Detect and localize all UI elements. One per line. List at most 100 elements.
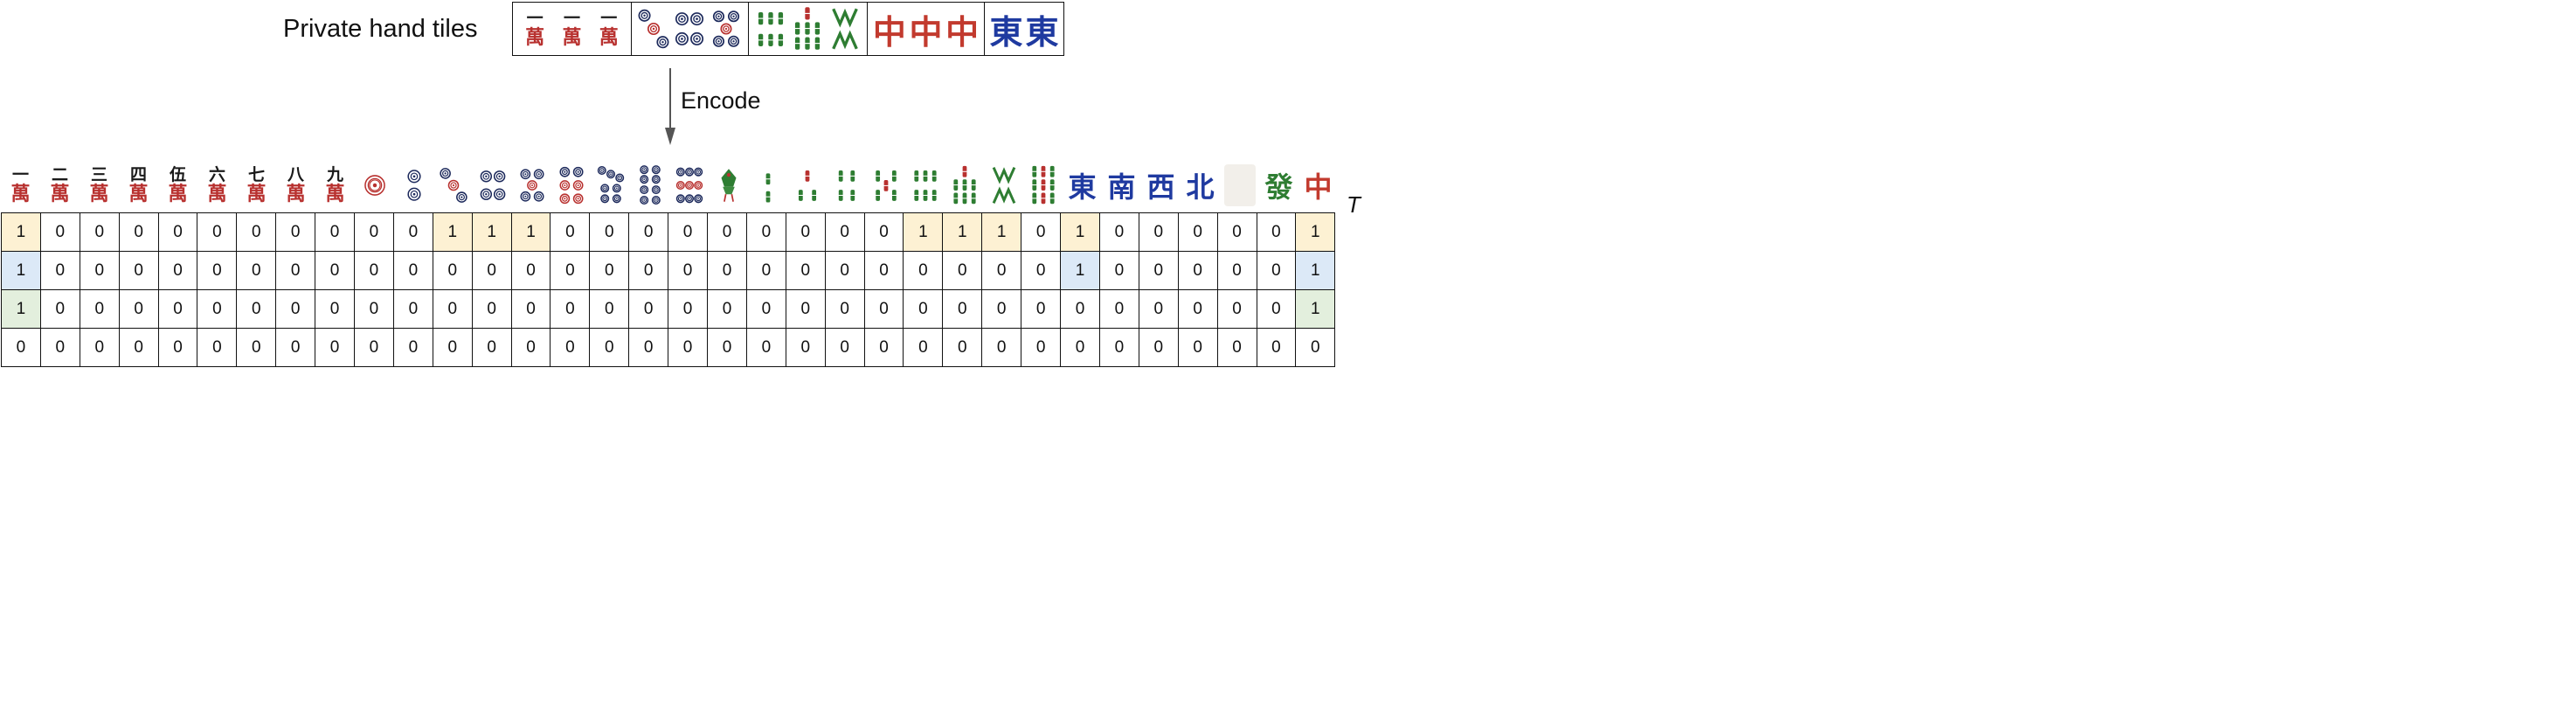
tile-header-cell [355, 158, 394, 212]
matrix-cell: 1 [1060, 212, 1100, 252]
matrix-cell: 0 [236, 289, 277, 329]
matrix-cell: 0 [1, 328, 41, 367]
private-hand-tiles: 一萬一萬一萬中中中東東 [512, 2, 1064, 56]
tile-header-cell: 一萬 [1, 158, 40, 212]
matrix-cell: 0 [903, 289, 944, 329]
matrix-cell: 1 [942, 212, 983, 252]
matrix-cell: 0 [471, 251, 512, 290]
hand-tile: 一萬 [556, 4, 587, 53]
matrix-cell: 0 [157, 212, 198, 252]
matrix-cell: 0 [942, 289, 983, 329]
sou-tile-icon [1031, 165, 1055, 205]
tile-header-cell [433, 158, 473, 212]
pin-tile-icon [558, 166, 584, 205]
hand-tile: 中 [945, 4, 980, 53]
dragon-tile-icon: 中 [909, 11, 943, 52]
matrix-cell: 0 [1098, 328, 1139, 367]
man-tile-icon: 伍萬 [168, 165, 188, 205]
honor-tile-icon: 東 [1068, 170, 1097, 204]
matrix-cell: 0 [1138, 328, 1179, 367]
matrix-cell: 1 [1295, 289, 1336, 329]
tile-header-cell [394, 158, 433, 212]
matrix-cell: 0 [157, 251, 198, 290]
tile-header-cell: 南 [1102, 158, 1141, 212]
matrix-cell: 1 [1, 212, 41, 252]
hand-tile: 東 [1026, 4, 1059, 53]
tile-header-cell [945, 158, 984, 212]
matrix-cell: 0 [785, 289, 826, 329]
hand-tile [792, 4, 823, 53]
t-label: T [1347, 191, 1361, 218]
matrix-cell: 0 [981, 251, 1022, 290]
matrix-cell: 0 [39, 251, 80, 290]
matrix-cell: 0 [1060, 289, 1100, 329]
hand-tile [674, 4, 705, 53]
honor-tile-icon: 中 [1304, 170, 1333, 204]
matrix-cell: 0 [1256, 212, 1297, 252]
matrix-cell: 0 [39, 212, 80, 252]
matrix-cell: 0 [1177, 289, 1218, 329]
matrix-cell: 0 [39, 289, 80, 329]
sou-tile-icon [721, 169, 736, 202]
tile-header-cell: 六萬 [197, 158, 237, 212]
tile-header-cell [905, 158, 945, 212]
tile-header-cell [827, 158, 866, 212]
tile-header-cell: 三萬 [80, 158, 119, 212]
matrix-cell: 0 [471, 289, 512, 329]
man-tile-icon: 二萬 [50, 165, 70, 205]
matrix-cell: 0 [628, 212, 669, 252]
matrix-cell: 0 [197, 289, 238, 329]
matrix-cell: 0 [471, 328, 512, 367]
sou-tile-icon [831, 8, 858, 50]
matrix-cell: 0 [510, 328, 551, 367]
tile-header-cell: 發 [1259, 158, 1298, 212]
matrix-cell: 0 [275, 328, 316, 367]
matrix-cell: 0 [668, 251, 709, 290]
matrix-cell: 0 [1138, 212, 1179, 252]
matrix-cell: 0 [392, 251, 433, 290]
pin-tile-icon [675, 12, 704, 45]
matrix-cell: 0 [392, 328, 433, 367]
tile-header-cell [1023, 158, 1063, 212]
tile-header-cell [984, 158, 1023, 212]
matrix-cell: 0 [197, 212, 238, 252]
pin-tile-icon [406, 170, 421, 201]
matrix-cell: 0 [79, 212, 120, 252]
matrix-cell: 0 [432, 289, 473, 329]
matrix-cell: 0 [432, 328, 473, 367]
matrix-cell: 1 [471, 212, 512, 252]
matrix-cell: 0 [1295, 328, 1336, 367]
matrix-cell: 0 [1021, 251, 1062, 290]
encode-arrow-head [665, 128, 675, 145]
matrix-cell: 0 [510, 251, 551, 290]
matrix-cell: 0 [79, 328, 120, 367]
matrix-cell: 0 [981, 328, 1022, 367]
matrix-cell: 0 [510, 289, 551, 329]
tile-header-cell [473, 158, 512, 212]
hand-tile [829, 4, 861, 53]
matrix-cell: 0 [432, 251, 473, 290]
matrix-cell: 0 [628, 328, 669, 367]
sou-tile-icon [952, 165, 976, 205]
matrix-cell: 0 [628, 289, 669, 329]
matrix-cell: 1 [1, 289, 41, 329]
tile-header-cell: 東 [1063, 158, 1102, 212]
matrix-cell: 0 [1177, 251, 1218, 290]
matrix-cell: 0 [863, 328, 904, 367]
matrix-cell: 0 [1098, 289, 1139, 329]
matrix-cell: 0 [1177, 328, 1218, 367]
tile-header-cell [630, 158, 669, 212]
matrix-cell: 0 [707, 289, 747, 329]
matrix-cell: 1 [903, 212, 944, 252]
matrix-cell: 0 [275, 289, 316, 329]
dragon-tile-icon: 中 [945, 11, 980, 52]
hand-tile [755, 4, 786, 53]
matrix-cell: 0 [1216, 251, 1257, 290]
matrix-cell: 0 [1021, 328, 1062, 367]
matrix-cell: 0 [745, 328, 786, 367]
matrix-cell: 0 [1138, 289, 1179, 329]
sou-tile-icon [837, 170, 855, 201]
